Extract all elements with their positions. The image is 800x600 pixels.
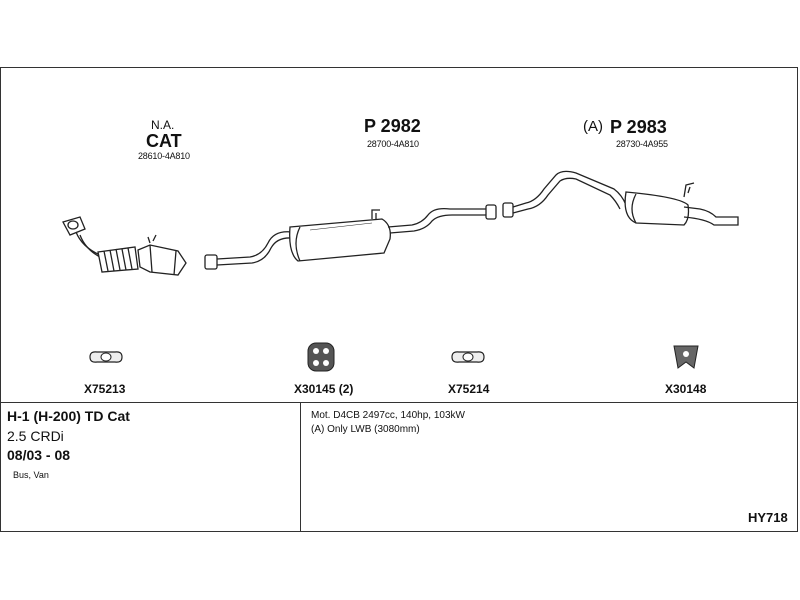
gasket-1 [204, 254, 218, 270]
rear-silencer-code: 28730-4A955 [616, 139, 668, 149]
rubber-mount-icon [673, 345, 699, 369]
vehicle-model: H-1 (H-200) TD Cat [7, 408, 130, 424]
vehicle-years: 08/03 - 08 [7, 447, 71, 463]
front-flange [62, 216, 86, 236]
rear-pipe [512, 170, 627, 208]
diagram-frame [0, 67, 798, 532]
cat-note: N.A. [151, 118, 175, 132]
diagram-id: HY718 [748, 510, 788, 525]
rear-silencer [624, 182, 695, 226]
table-divider [0, 402, 798, 403]
mid-pipe [387, 207, 486, 228]
part-code: X30148 [665, 382, 707, 396]
rubber-hanger-icon [307, 342, 335, 372]
vehicle-engine: 2.5 CRDi [7, 428, 64, 444]
catalytic-converter [137, 234, 187, 276]
exhaust-diagram [62, 170, 739, 276]
vehicle-body: Bus, Van [13, 470, 49, 480]
flex-pipe [97, 246, 139, 273]
lwb-note: (A) Only LWB (3080mm) [311, 424, 420, 435]
part-code: X75213 [84, 382, 126, 396]
front-silencer-title: P 2982 [364, 116, 421, 136]
part-code: X75214 [448, 382, 490, 396]
engine-note: Mot. D4CB 2497cc, 140hp, 103kW [311, 410, 465, 421]
rear-silencer-prefix: (A) [583, 118, 603, 135]
front-silencer-code: 28700-4A810 [367, 139, 419, 149]
cat-code: 28610-4A810 [138, 151, 190, 161]
front-silencer [289, 209, 391, 262]
cat-title: CAT [146, 131, 182, 151]
gasket-2 [485, 204, 497, 220]
table-divider [300, 402, 301, 532]
part-code: X30145 (2) [294, 382, 354, 396]
tailpipe [683, 206, 739, 226]
gasket-3 [502, 202, 514, 218]
rear-silencer-title: P 2983 [610, 117, 667, 137]
front-pipe [216, 231, 293, 260]
gasket-oval-icon [89, 351, 123, 363]
gasket-oval-icon [451, 351, 485, 363]
